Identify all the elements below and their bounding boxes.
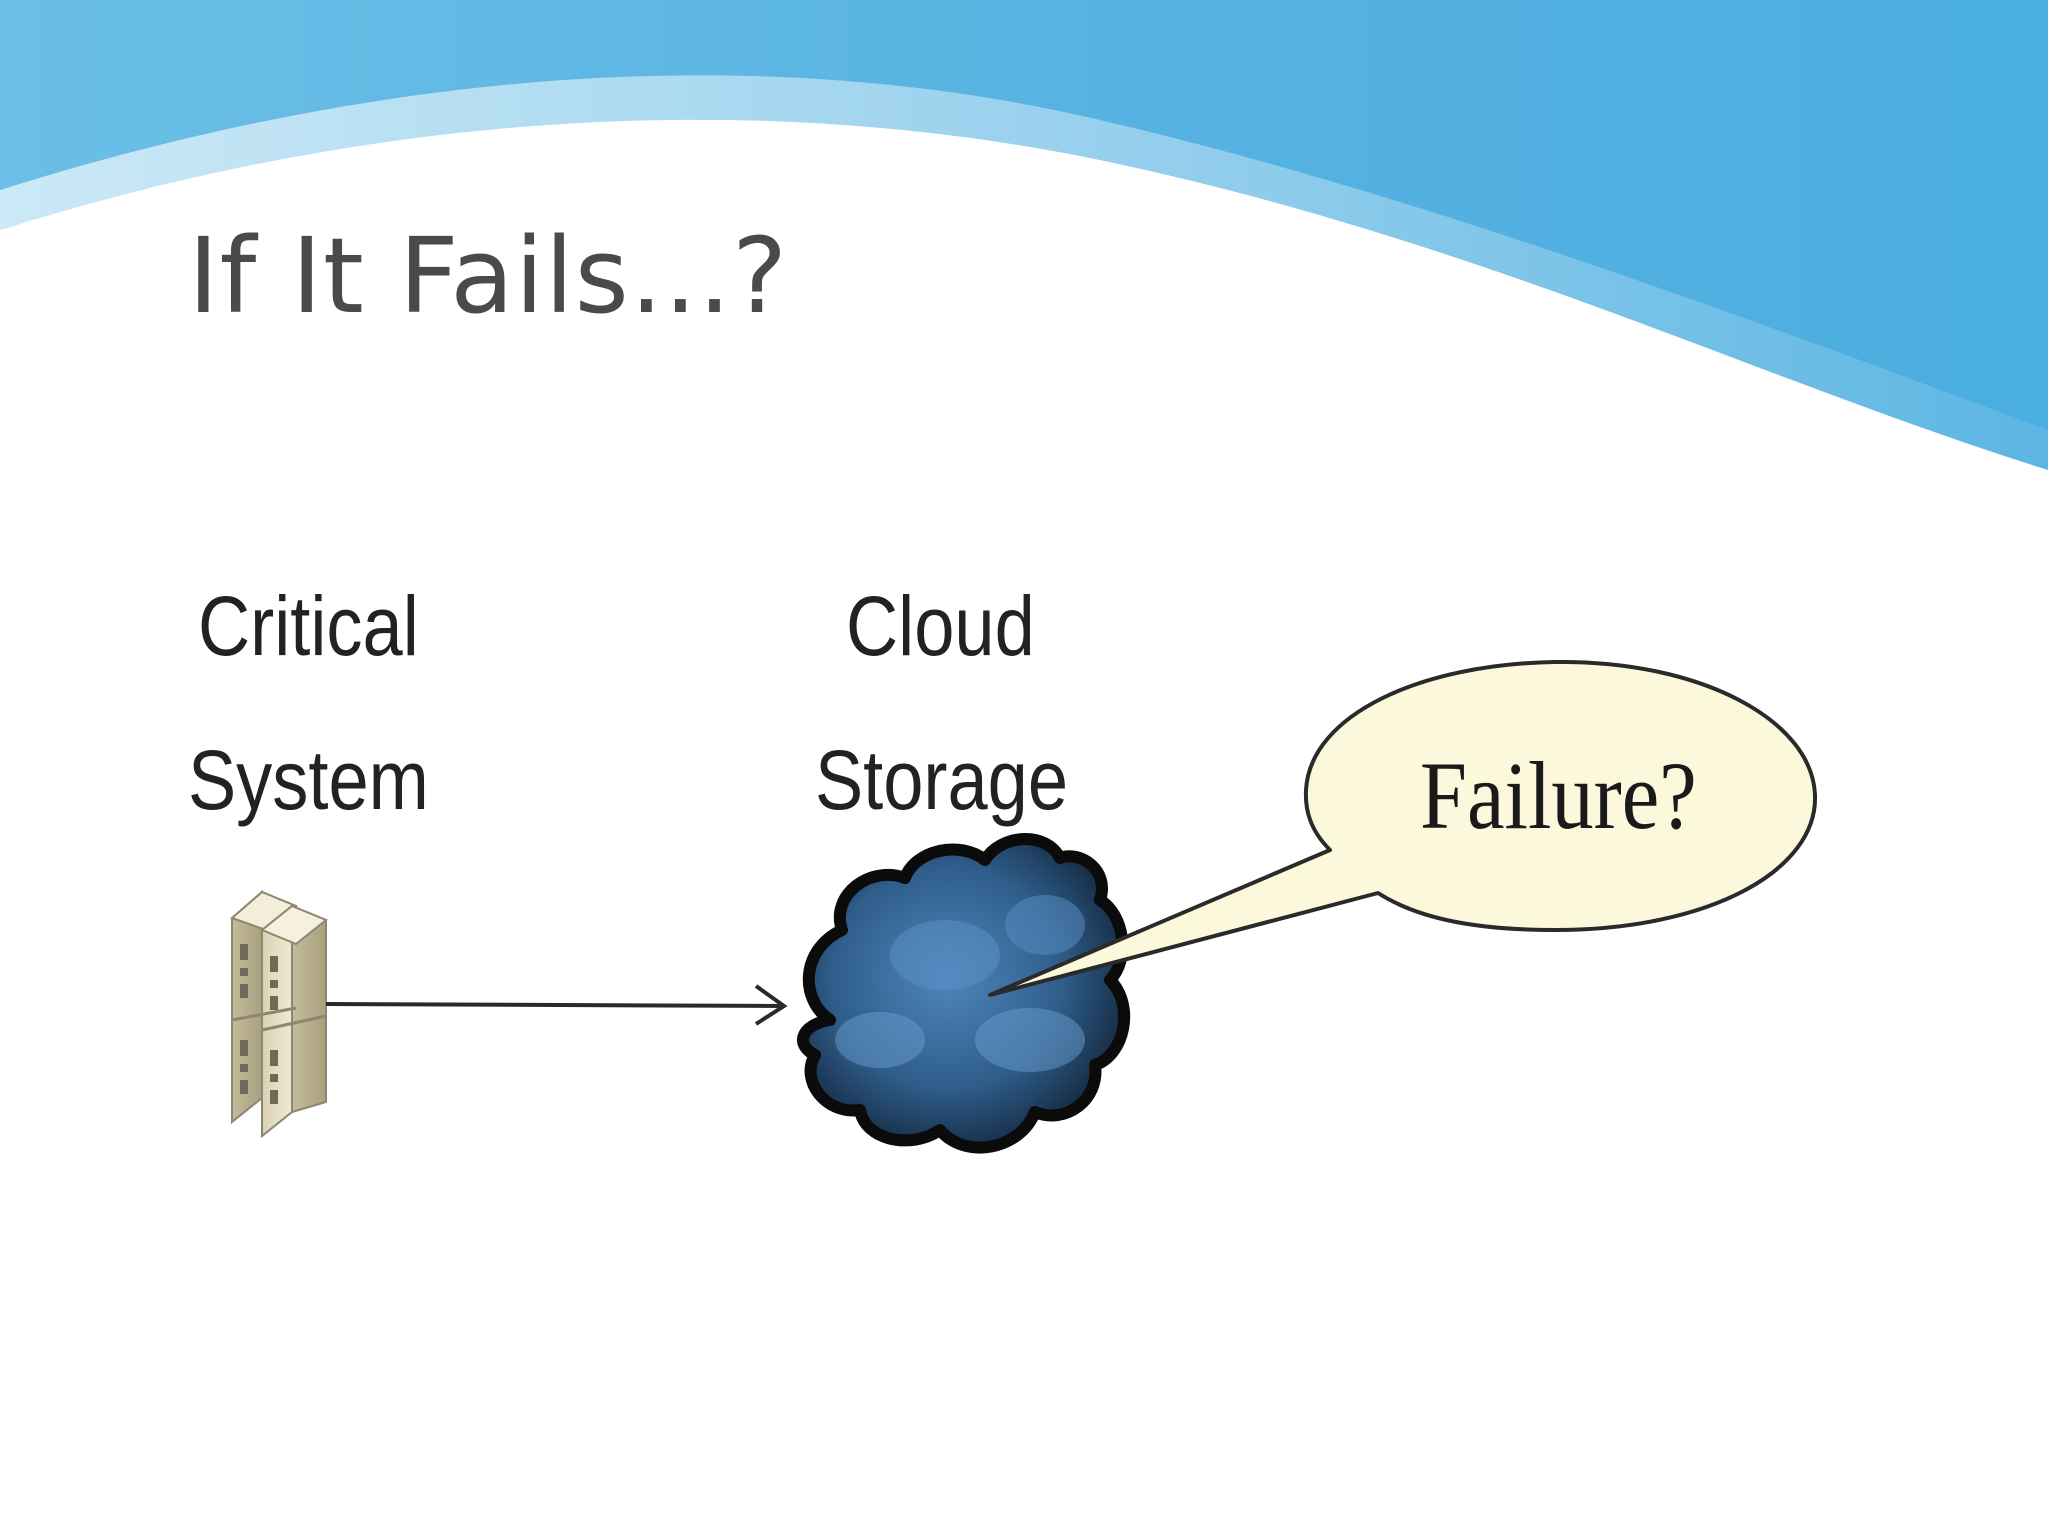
callout-text: Failure? <box>1420 742 1697 849</box>
source-label-line1: Critical <box>198 579 419 673</box>
header-wave-background <box>0 0 2048 500</box>
target-label-line2: Storage <box>815 733 1069 827</box>
slide-title: If It Fails...? <box>188 215 789 337</box>
source-label-line2: System <box>188 733 429 827</box>
cloud-icon <box>797 833 1131 1154</box>
server-rack-icon <box>230 889 328 1139</box>
connector-arrow <box>325 984 788 1026</box>
failure-callout <box>988 659 1818 997</box>
target-label-line1: Cloud <box>846 579 1035 673</box>
